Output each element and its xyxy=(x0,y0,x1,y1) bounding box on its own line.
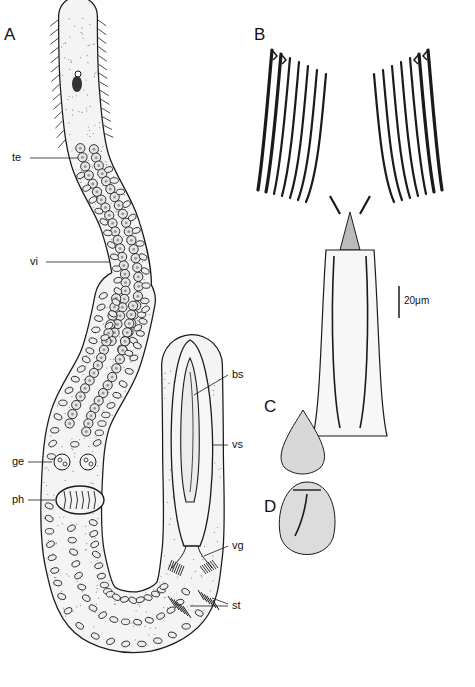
part-label: st xyxy=(232,600,241,611)
part-label: te xyxy=(12,152,21,163)
leader-line xyxy=(204,546,228,556)
part-label: bs xyxy=(232,369,244,380)
part-label: A xyxy=(4,26,15,43)
part-label: D xyxy=(264,498,276,515)
leader-line xyxy=(190,606,228,607)
leader-line xyxy=(46,262,110,263)
leader-line xyxy=(212,445,228,446)
part-label: 20μm xyxy=(404,296,429,306)
part-label: B xyxy=(254,26,265,43)
part-label: vi xyxy=(30,256,38,267)
part-label: ge xyxy=(12,456,24,467)
part-label: ph xyxy=(12,494,24,505)
part-label: C xyxy=(264,398,276,415)
leader-line xyxy=(194,375,228,395)
leader-line xyxy=(30,158,78,159)
part-label: vs xyxy=(232,439,243,450)
leader-line xyxy=(28,462,52,463)
leader-line xyxy=(212,598,228,604)
leader-line xyxy=(28,500,55,501)
part-label: vg xyxy=(232,540,244,551)
